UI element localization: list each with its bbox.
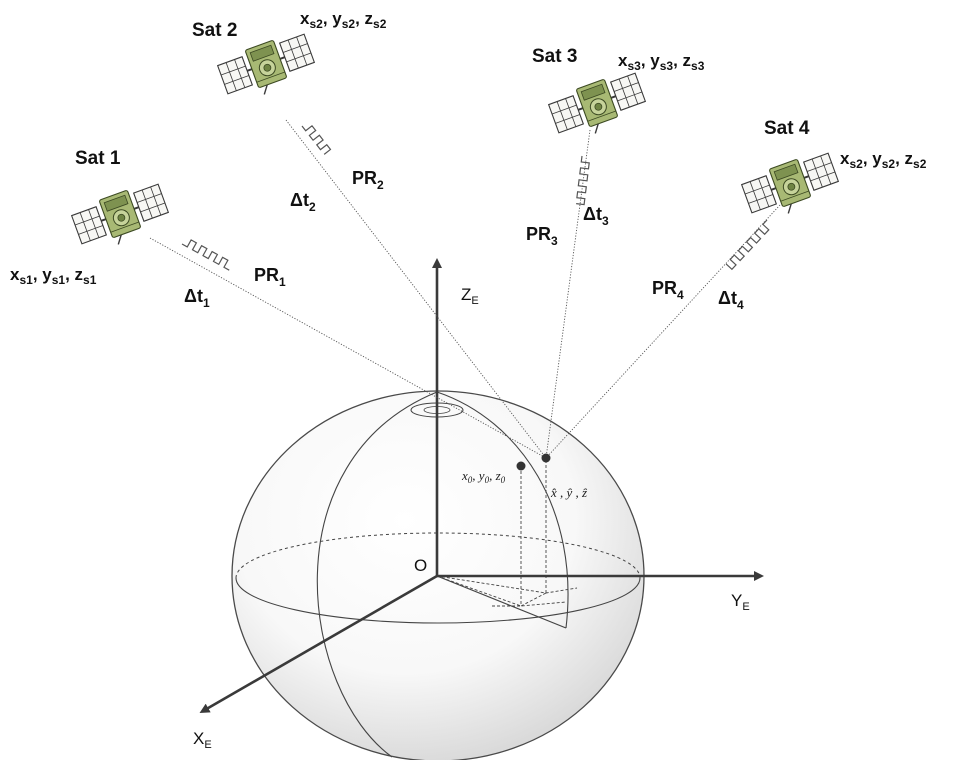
ray-sat2 [285, 119, 547, 459]
signal-pulse-icon [301, 124, 332, 155]
sat2-name: Sat 2 [192, 20, 237, 41]
sat1-name: Sat 1 [75, 148, 121, 169]
radial-line [436, 575, 567, 629]
equator-front [235, 577, 641, 624]
satellite-icon [68, 178, 174, 258]
origin-label: O [414, 556, 427, 575]
sat1-range: PR1 [254, 265, 286, 289]
sat2-delay: Δt2 [290, 190, 316, 214]
estimate-point-label: x̂ , ŷ , ẑ [550, 485, 588, 500]
meridian-left [316, 391, 438, 758]
y-axis-label: YE [731, 591, 750, 613]
equator-back [235, 532, 641, 579]
satellite-icon [545, 67, 651, 147]
sat2-coord: xs2, ys2, zs2 [300, 9, 387, 31]
meridian-right [436, 391, 569, 629]
position-point-icon [516, 461, 526, 471]
axes [199, 258, 764, 713]
sat1-coord: xs1, ys1, zs1 [10, 265, 97, 287]
sat4-range: PR4 [652, 278, 684, 302]
ray-sat4 [545, 204, 781, 459]
sat3-range: PR3 [526, 224, 558, 248]
sat3-coord: xs3, ys3, zs3 [618, 51, 705, 73]
satellite-icon [738, 147, 844, 227]
initial-point-label: x0, y0, z0 [461, 468, 506, 485]
sat4-delay: Δt4 [718, 288, 744, 312]
range-rays [149, 119, 781, 459]
z-axis-label: ZE [461, 285, 479, 307]
sat2-range: PR2 [352, 168, 384, 192]
projection-lines [436, 460, 578, 607]
position-point-icon [541, 453, 551, 463]
sat3-delay: Δt3 [583, 204, 609, 228]
sat3-name: Sat 3 [532, 46, 577, 67]
ray-sat3 [545, 129, 591, 459]
signal-pulse-icon [576, 155, 590, 206]
sat1-delay: Δt1 [184, 286, 210, 310]
sat4-name: Sat 4 [764, 118, 810, 139]
signal-pulse-icon [181, 239, 230, 271]
sat4-coord: xs2, ys2, zs2 [840, 149, 927, 171]
x-axis-label: XE [193, 729, 212, 751]
signal-pulse-icon [725, 219, 770, 271]
x-axis [199, 574, 438, 713]
